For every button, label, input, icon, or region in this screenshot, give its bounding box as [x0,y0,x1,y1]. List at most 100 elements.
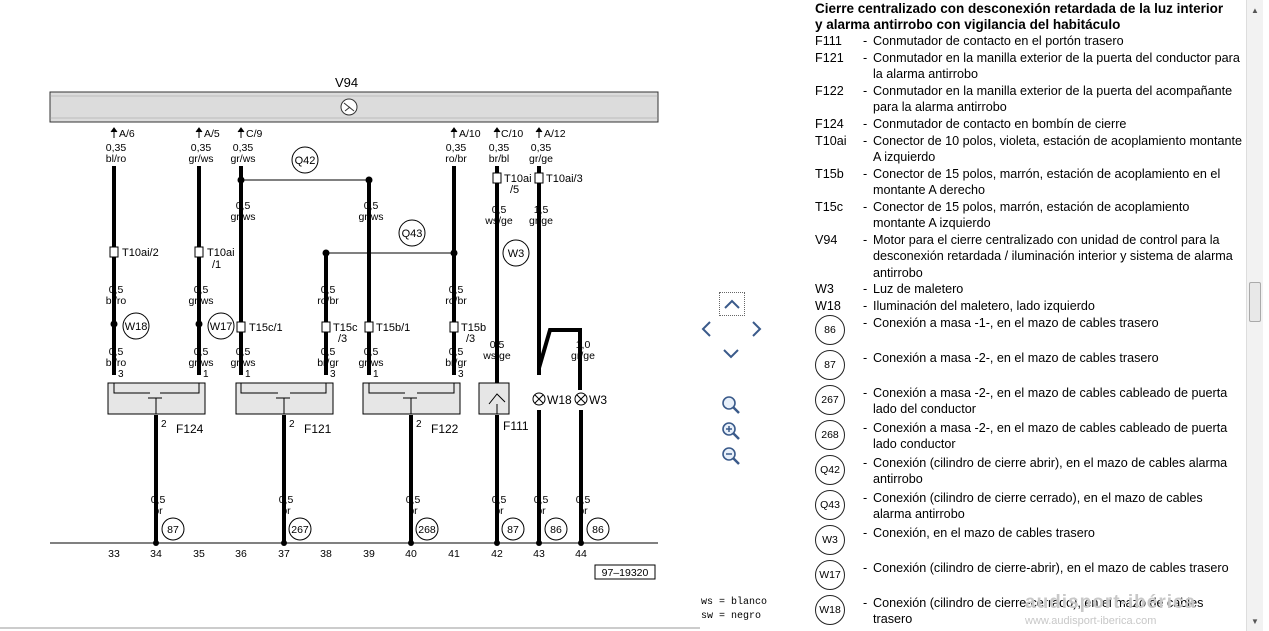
svg-text:0,5: 0,5 [490,339,505,351]
svg-text:0,5: 0,5 [321,284,336,296]
legend-circle-item: W3-Conexión, en el mazo de cables traser… [815,525,1243,559]
conn-t10ai-2: T10ai/2 [122,247,159,259]
svg-text:gr/ws: gr/ws [188,357,213,369]
pin-c9: C/9 [246,128,263,140]
zoom-in-button[interactable] [719,420,743,442]
abbr-ws: ws = blanco [701,597,768,608]
label-f121: F121 [304,422,332,436]
pan-up-button[interactable] [719,292,745,316]
chevron-right-icon [752,321,762,337]
pin-a6: A/6 [119,128,135,140]
svg-text:42: 42 [491,548,503,560]
svg-text:0,5: 0,5 [364,200,379,212]
svg-text:37: 37 [278,548,290,560]
svg-text:87: 87 [167,524,179,536]
svg-text:br: br [578,505,588,517]
scroll-up-arrow-icon[interactable]: ▲ [1251,5,1259,15]
svg-text:0,5: 0,5 [151,494,166,506]
pin-a10: A/10 [459,128,481,140]
svg-text:86: 86 [550,524,562,536]
magnifier-icon [722,396,740,414]
svg-text:gr/ge: gr/ge [529,215,553,227]
chevron-left-icon [701,321,711,337]
conn-t15c-3a: T15c [333,322,358,334]
junction-circles: Q42 Q43 W3 W18 W17 [122,146,530,340]
svg-text:gr/ge: gr/ge [529,153,553,165]
svg-text:0,5: 0,5 [449,346,464,358]
svg-text:1: 1 [203,369,209,380]
zoom-out-icon [722,447,740,465]
legend-circle-item: 267-Conexión a masa -2-, en el mazo de c… [815,385,1243,419]
svg-text:0,35: 0,35 [446,142,467,154]
svg-text:br: br [153,505,163,517]
svg-text:br/gr: br/gr [445,357,467,369]
legend-circle-item: Q43-Conexión (cilindro de cierre cerrado… [815,490,1243,524]
junction-w18: W18 [125,321,148,333]
svg-text:2: 2 [161,419,167,430]
conn-t10ai-1a: T10ai [207,247,235,259]
svg-text:0,5: 0,5 [492,204,507,216]
conn-t10ai-5a: T10ai [504,173,532,185]
svg-text:gr/ws: gr/ws [188,153,213,165]
svg-text:87: 87 [507,524,519,536]
conn-t10ai-1b: /1 [212,259,221,271]
svg-text:br: br [536,505,546,517]
svg-text:0,5: 0,5 [449,284,464,296]
svg-text:268: 268 [418,524,436,536]
pan-left-button[interactable] [694,318,718,340]
connector-labels: T10ai/2 T10ai /1 T10ai /5 T10ai/3 T15c/1… [122,173,583,345]
conn-t15c-3b: /3 [338,333,347,345]
svg-text:0,5: 0,5 [321,346,336,358]
motor-label: V94 [335,75,358,90]
svg-text:38: 38 [320,548,332,560]
conn-t15b-1: T15b/1 [376,322,410,334]
svg-text:0,5: 0,5 [534,494,549,506]
svg-text:br/gr: br/gr [317,357,339,369]
junction-q43: Q43 [402,228,423,240]
svg-text:2: 2 [289,419,295,430]
junction-w3: W3 [508,248,525,260]
pan-right-button[interactable] [745,318,769,340]
svg-text:0,5: 0,5 [194,346,209,358]
svg-text:bl/ro: bl/ro [106,357,127,369]
svg-text:gr/ws: gr/ws [358,211,383,223]
svg-text:3: 3 [330,369,336,380]
ground-circles: 87 267 268 87 86 86 [161,517,610,541]
zoom-in-icon [722,422,740,440]
connector-symbols [109,172,544,333]
label-f122: F122 [431,422,459,436]
svg-text:43: 43 [533,548,545,560]
svg-text:0,5: 0,5 [406,494,421,506]
svg-text:ws/ge: ws/ge [484,215,513,227]
zoom-out-button[interactable] [719,445,743,467]
svg-text:0,5: 0,5 [236,346,251,358]
svg-text:0,35: 0,35 [489,142,510,154]
svg-text:gr/ws: gr/ws [188,295,213,307]
conn-t15c-1: T15c/1 [249,322,283,334]
svg-text:bl/ro: bl/ro [106,153,127,165]
legend-circle-item: Q42-Conexión (cilindro de cierre abrir),… [815,455,1243,489]
scroll-down-arrow-icon[interactable]: ▼ [1251,616,1259,626]
zoom-button[interactable] [719,394,743,416]
svg-text:34: 34 [150,548,162,560]
conn-t10ai-5b: /5 [510,184,519,196]
svg-text:41: 41 [448,548,460,560]
svg-text:br: br [281,505,291,517]
pan-down-button[interactable] [719,343,743,365]
vertical-scrollbar[interactable]: ▲ ▼ [1246,0,1263,631]
pin-c10: C/10 [501,128,523,140]
svg-text:br/bl: br/bl [489,153,509,165]
switch-boxes [107,382,510,415]
svg-text:ro/br: ro/br [445,153,467,165]
svg-text:br: br [494,505,504,517]
svg-text:ro/br: ro/br [317,295,339,307]
svg-text:0,5: 0,5 [236,200,251,212]
svg-text:35: 35 [193,548,205,560]
svg-text:33: 33 [108,548,120,560]
watermark-url: www.audisport-iberica.com [1025,615,1157,627]
svg-text:1: 1 [245,369,251,380]
scrollbar-thumb[interactable] [1249,282,1261,322]
svg-text:267: 267 [291,524,309,536]
